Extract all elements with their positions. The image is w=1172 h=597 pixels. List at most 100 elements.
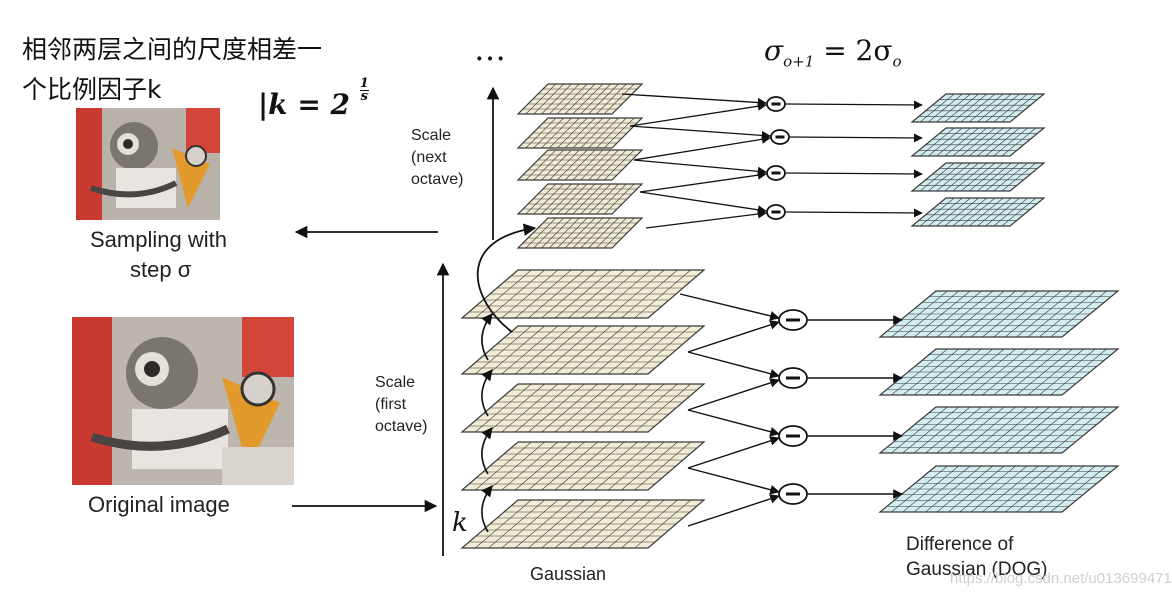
dog-layer-next-1-col-line: [993, 93, 1028, 123]
dog-layer-next-1-col-line: [985, 93, 1020, 123]
original-image-label: Original image: [88, 492, 230, 517]
dog-layer-next-3-col-line: [985, 162, 1020, 192]
dog-layer-next-2-col-line: [952, 127, 988, 157]
sampling-label-line-1: Sampling with: [90, 227, 227, 252]
k-formula-base: |k = 2: [258, 88, 351, 121]
arrow-to-minus-next-2-a: [629, 125, 771, 140]
dog-layer-next-2-col-line: [919, 127, 955, 157]
k-step-arrow-2: [481, 427, 493, 475]
scale-first-label-line-2: (first: [375, 396, 407, 413]
sigma-formula-lhs-sub: o+1: [783, 52, 815, 71]
arrow-to-minus-next-1-a: [621, 93, 767, 108]
dog-layer-next-2-col-line: [944, 127, 979, 157]
scale-first-octave-label: Scale (first octave): [375, 372, 427, 438]
k-step-arrow-4: [481, 313, 493, 361]
arrow-to-minus-first-2-a: [687, 351, 780, 379]
dog-layer-next-3-col-line: [944, 162, 979, 192]
scale-next-octave-label: Scale (next octave): [411, 125, 463, 191]
k-formula-exp-num: 1: [359, 76, 369, 91]
dog-layer-next-4-col-line: [985, 197, 1020, 227]
k-formula: |k = 2 1 s: [258, 76, 369, 121]
dog-layer-next-4-col-line: [968, 197, 1004, 227]
k-step-label: k: [452, 508, 468, 538]
arrow-to-minus-next-2-b: [633, 134, 771, 161]
arrow-to-minus-next-4-a: [639, 191, 767, 215]
dog-label-line-2: Gaussian (DOG): [906, 559, 1048, 580]
dog-layer-next-2-col-line: [936, 127, 971, 157]
dog-layer-next-3-col-line: [928, 162, 963, 192]
scale-first-label-line-3: octave): [375, 418, 428, 435]
dog-layer-next-4-col-line: [993, 197, 1028, 227]
arrow-to-dog-next-4: [785, 208, 923, 218]
k-step-arrow-3: [481, 369, 493, 417]
watermark: https://blog.csdn.net/u013699471: [950, 570, 1172, 587]
downsampled-image: [76, 108, 220, 220]
sigma-formula-rhs: = 2σ: [823, 34, 893, 67]
dog-layer-next-3-col-line: [952, 162, 988, 192]
dog-layer-next-1-col-line: [977, 93, 1012, 123]
arrow-to-minus-first-4-b: [687, 494, 780, 527]
sigma-formula-rhs-sub: o: [892, 52, 902, 71]
scale-first-label-line-1: Scale: [375, 374, 416, 391]
downsampled-image-art: [76, 108, 220, 220]
dog-layer-next-4-col-line: [919, 197, 955, 227]
gaussian-label: Gaussian: [530, 564, 607, 584]
sampling-label-line-2: step σ: [130, 257, 192, 282]
dog-layer-next-1-col-line: [928, 93, 963, 123]
dog-layer-next-1-col-line: [919, 93, 955, 123]
dog-label: Difference of Gaussian (DOG): [906, 532, 1047, 582]
annotation-line-1: 相邻两层之间的尺度相差一: [22, 35, 323, 64]
arrow-to-minus-first-3-a: [687, 409, 780, 437]
dog-layer-next-4-col-line: [928, 197, 963, 227]
arrow-to-minus-first-1-b: [687, 320, 780, 353]
arrow-to-minus-first-1-a: [679, 293, 780, 321]
dog-layer-next-2-col-line: [985, 127, 1020, 157]
ellipsis: …: [474, 30, 506, 68]
dog-layer-next-2-col-line: [968, 127, 1004, 157]
dog-layer-next-4-col-line: [952, 197, 988, 227]
arrow-to-minus-first-2-b: [687, 378, 780, 411]
dog-layer-next-4-col-line: [960, 197, 996, 227]
dog-layer-next-2-col-line: [960, 127, 996, 157]
dog-layer-next-1-col-line: [944, 93, 979, 123]
original-image-art: [72, 317, 294, 485]
dog-layer-next-4-col-line: [936, 197, 971, 227]
dog-layer-next-3-col-line: [1001, 162, 1037, 192]
scale-next-label-line-1: Scale: [411, 127, 452, 144]
dog-layer-next-2-col-line: [1001, 127, 1037, 157]
arrow-to-dog-next-3: [785, 169, 923, 179]
arrow-to-minus-next-4-b: [645, 209, 767, 229]
sigma-formula: σo+1 = 2σo: [764, 34, 902, 71]
downsample-curve-arrow: [476, 223, 537, 333]
dog-layer-next-1-col-line: [952, 93, 988, 123]
arrow-to-dog-next-2: [789, 133, 923, 143]
dog-layer-next-3-col-line: [977, 162, 1012, 192]
dog-layer-next-3-col-line: [968, 162, 1004, 192]
dog-layer-next-3-col-line: [960, 162, 996, 192]
dog-layer-next-2-col-line: [928, 127, 963, 157]
annotation-line-2: 个比例因子k: [22, 75, 162, 104]
dog-layer-next-1-col-line: [936, 93, 971, 123]
dog-layer-next-3-col-line: [919, 162, 955, 192]
scale-next-label-line-2: (next: [411, 149, 447, 166]
dog-layer-next-3-col-line: [936, 162, 971, 192]
sigma-formula-lhs: σ: [764, 34, 784, 67]
dog-layer-next-2-col-line: [977, 127, 1012, 157]
arrow-to-minus-next-1-b: [629, 101, 767, 127]
dog-label-line-1: Difference of: [906, 534, 1014, 555]
original-image: [72, 317, 294, 485]
dog-layer-next-1-col-line: [968, 93, 1004, 123]
dog-layer-next-4-col-line: [977, 197, 1012, 227]
dog-layer-next-1-col-line: [1001, 93, 1037, 123]
arrow-to-minus-first-4-a: [687, 467, 780, 495]
dog-layer-next-4-col-line: [944, 197, 979, 227]
dog-layer-next-1-col-line: [960, 93, 996, 123]
arrow-to-minus-next-3-a: [633, 159, 767, 176]
dog-layer-next-2-col-line: [993, 127, 1028, 157]
k-step-arrow-1: [481, 485, 493, 533]
scale-next-label-line-3: octave): [411, 171, 464, 188]
arrow-to-minus-next-3-b: [639, 170, 767, 193]
arrow-to-minus-first-3-b: [687, 436, 780, 469]
